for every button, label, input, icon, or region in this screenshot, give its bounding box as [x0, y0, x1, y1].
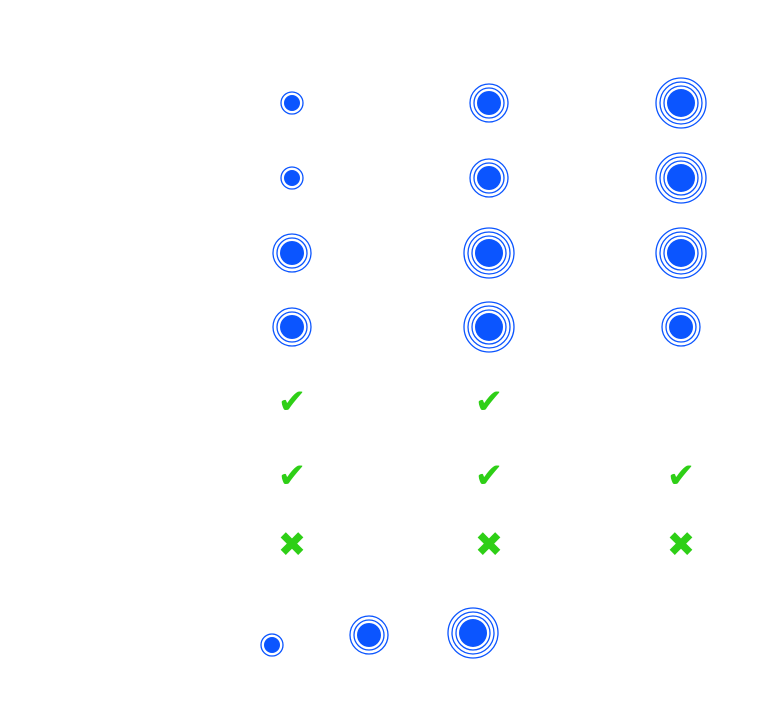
target-large-icon-ring-2 — [659, 231, 703, 275]
target-large-icon-ring-3 — [463, 227, 515, 279]
target-medium-icon-ring-1 — [473, 87, 505, 119]
target-large-icon-core — [667, 239, 695, 267]
target-large-icon-ring-2 — [659, 156, 703, 200]
target-small-icon-ring-1 — [280, 91, 304, 115]
target-large-icon-ring-2 — [659, 81, 703, 125]
legend-target-medium-icon-ring-2 — [349, 615, 389, 655]
target-large-icon-ring-1 — [471, 309, 507, 345]
legend-target-small-icon-ring-1 — [260, 633, 284, 657]
target-large-icon-core — [667, 89, 695, 117]
target-medium-icon-core — [280, 241, 304, 265]
target-large-icon-ring-1 — [663, 85, 699, 121]
target-large-icon-ring-3 — [655, 227, 707, 279]
target-small-icon-core — [284, 95, 300, 111]
target-large-icon-ring-2 — [467, 305, 511, 349]
target-medium-icon-ring-1 — [665, 311, 697, 343]
cross-icon: ✖ — [666, 525, 696, 565]
legend-target-large-icon-ring-3 — [447, 607, 499, 659]
check-icon: ✔ — [474, 456, 504, 496]
target-large-icon-ring-3 — [655, 77, 707, 129]
check-icon: ✔ — [277, 456, 307, 496]
legend-target-large-icon-ring-2 — [451, 611, 495, 655]
target-medium-icon-ring-1 — [276, 311, 308, 343]
target-medium-icon-ring-2 — [272, 233, 312, 273]
target-medium-icon-core — [669, 315, 693, 339]
target-large-icon-ring-3 — [463, 301, 515, 353]
legend-target-large-icon-ring-1 — [455, 615, 491, 651]
target-large-icon-core — [475, 239, 503, 267]
target-medium-icon-ring-2 — [469, 158, 509, 198]
cross-icon: ✖ — [474, 525, 504, 565]
target-medium-icon-ring-1 — [473, 162, 505, 194]
target-medium-icon-ring-2 — [469, 83, 509, 123]
cross-icon: ✖ — [277, 525, 307, 565]
target-medium-icon-ring-2 — [661, 307, 701, 347]
check-icon: ✔ — [277, 382, 307, 422]
target-medium-icon-ring-2 — [272, 307, 312, 347]
target-large-icon-core — [475, 313, 503, 341]
target-medium-icon-core — [477, 91, 501, 115]
target-large-icon-ring-1 — [663, 235, 699, 271]
target-large-icon-core — [667, 164, 695, 192]
target-medium-icon-ring-1 — [276, 237, 308, 269]
target-medium-icon-core — [280, 315, 304, 339]
target-large-icon-ring-1 — [663, 160, 699, 196]
check-icon: ✔ — [666, 456, 696, 496]
target-large-icon-ring-3 — [655, 152, 707, 204]
legend-target-medium-icon-core — [357, 623, 381, 647]
target-small-icon-core — [284, 170, 300, 186]
target-large-icon-ring-2 — [467, 231, 511, 275]
check-icon: ✔ — [474, 382, 504, 422]
legend-target-large-icon-core — [459, 619, 487, 647]
target-medium-icon-core — [477, 166, 501, 190]
target-large-icon-ring-1 — [471, 235, 507, 271]
legend-target-medium-icon-ring-1 — [353, 619, 385, 651]
target-small-icon-ring-1 — [280, 166, 304, 190]
legend-target-small-icon-core — [264, 637, 280, 653]
